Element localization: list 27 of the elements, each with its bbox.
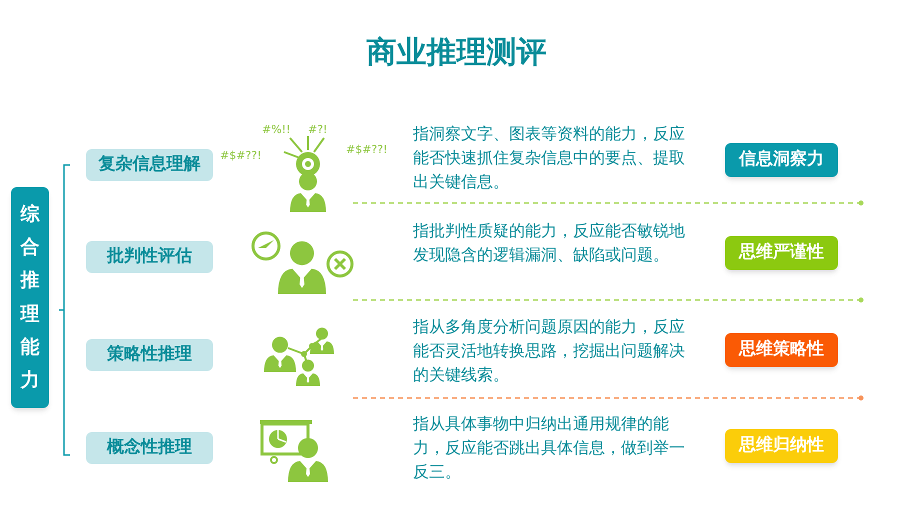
trait-tag: [725, 333, 838, 367]
title: 商业推理测评: [366, 34, 548, 72]
ability-box: [86, 432, 213, 464]
trait-label: 思维策略性: [739, 338, 824, 362]
trait-tag: [725, 143, 838, 177]
trait-label: 信息洞察力: [739, 148, 824, 172]
symbol-text: #$#??!: [220, 148, 262, 164]
description-text: 指批判性质疑的能力，反应能否敏锐地发现隐含的逻辑漏洞、缺陷或问题。: [413, 220, 686, 266]
ability-label: 复杂信息理解: [98, 153, 200, 176]
description-text: 指从多角度分析问题原因的能力，反应能否灵活地转换思路，挖掘出问题解决的关键线索。: [413, 316, 686, 386]
ability-box: [86, 339, 213, 371]
symbol-text: #$#??!: [346, 142, 388, 158]
trait-tag: [725, 429, 838, 463]
trait-tag: [725, 236, 838, 270]
ability-box: [86, 241, 213, 273]
description-text: 指从具体事物中归纳出通用规律的能力，反应能否跳出具体信息，做到举一反三。: [413, 413, 686, 483]
trait-label: 思维归纳性: [739, 434, 824, 458]
ability-label: 概念性推理: [107, 436, 192, 460]
ability-label: 批判性评估: [107, 245, 192, 268]
trait-label: 思维严谨性: [739, 241, 824, 264]
category-box: [11, 187, 49, 408]
symbol-text: #?!: [308, 122, 328, 138]
ability-box: [86, 149, 213, 181]
symbol-text: #%!!: [262, 122, 290, 138]
category-label: 综合推理能力: [20, 202, 40, 393]
ability-label: 策略性推理: [107, 343, 192, 366]
description-text: 指洞察文字、图表等资料的能力，反应能否快速抓住复杂信息中的要点、提取出关键信息。: [413, 123, 686, 193]
